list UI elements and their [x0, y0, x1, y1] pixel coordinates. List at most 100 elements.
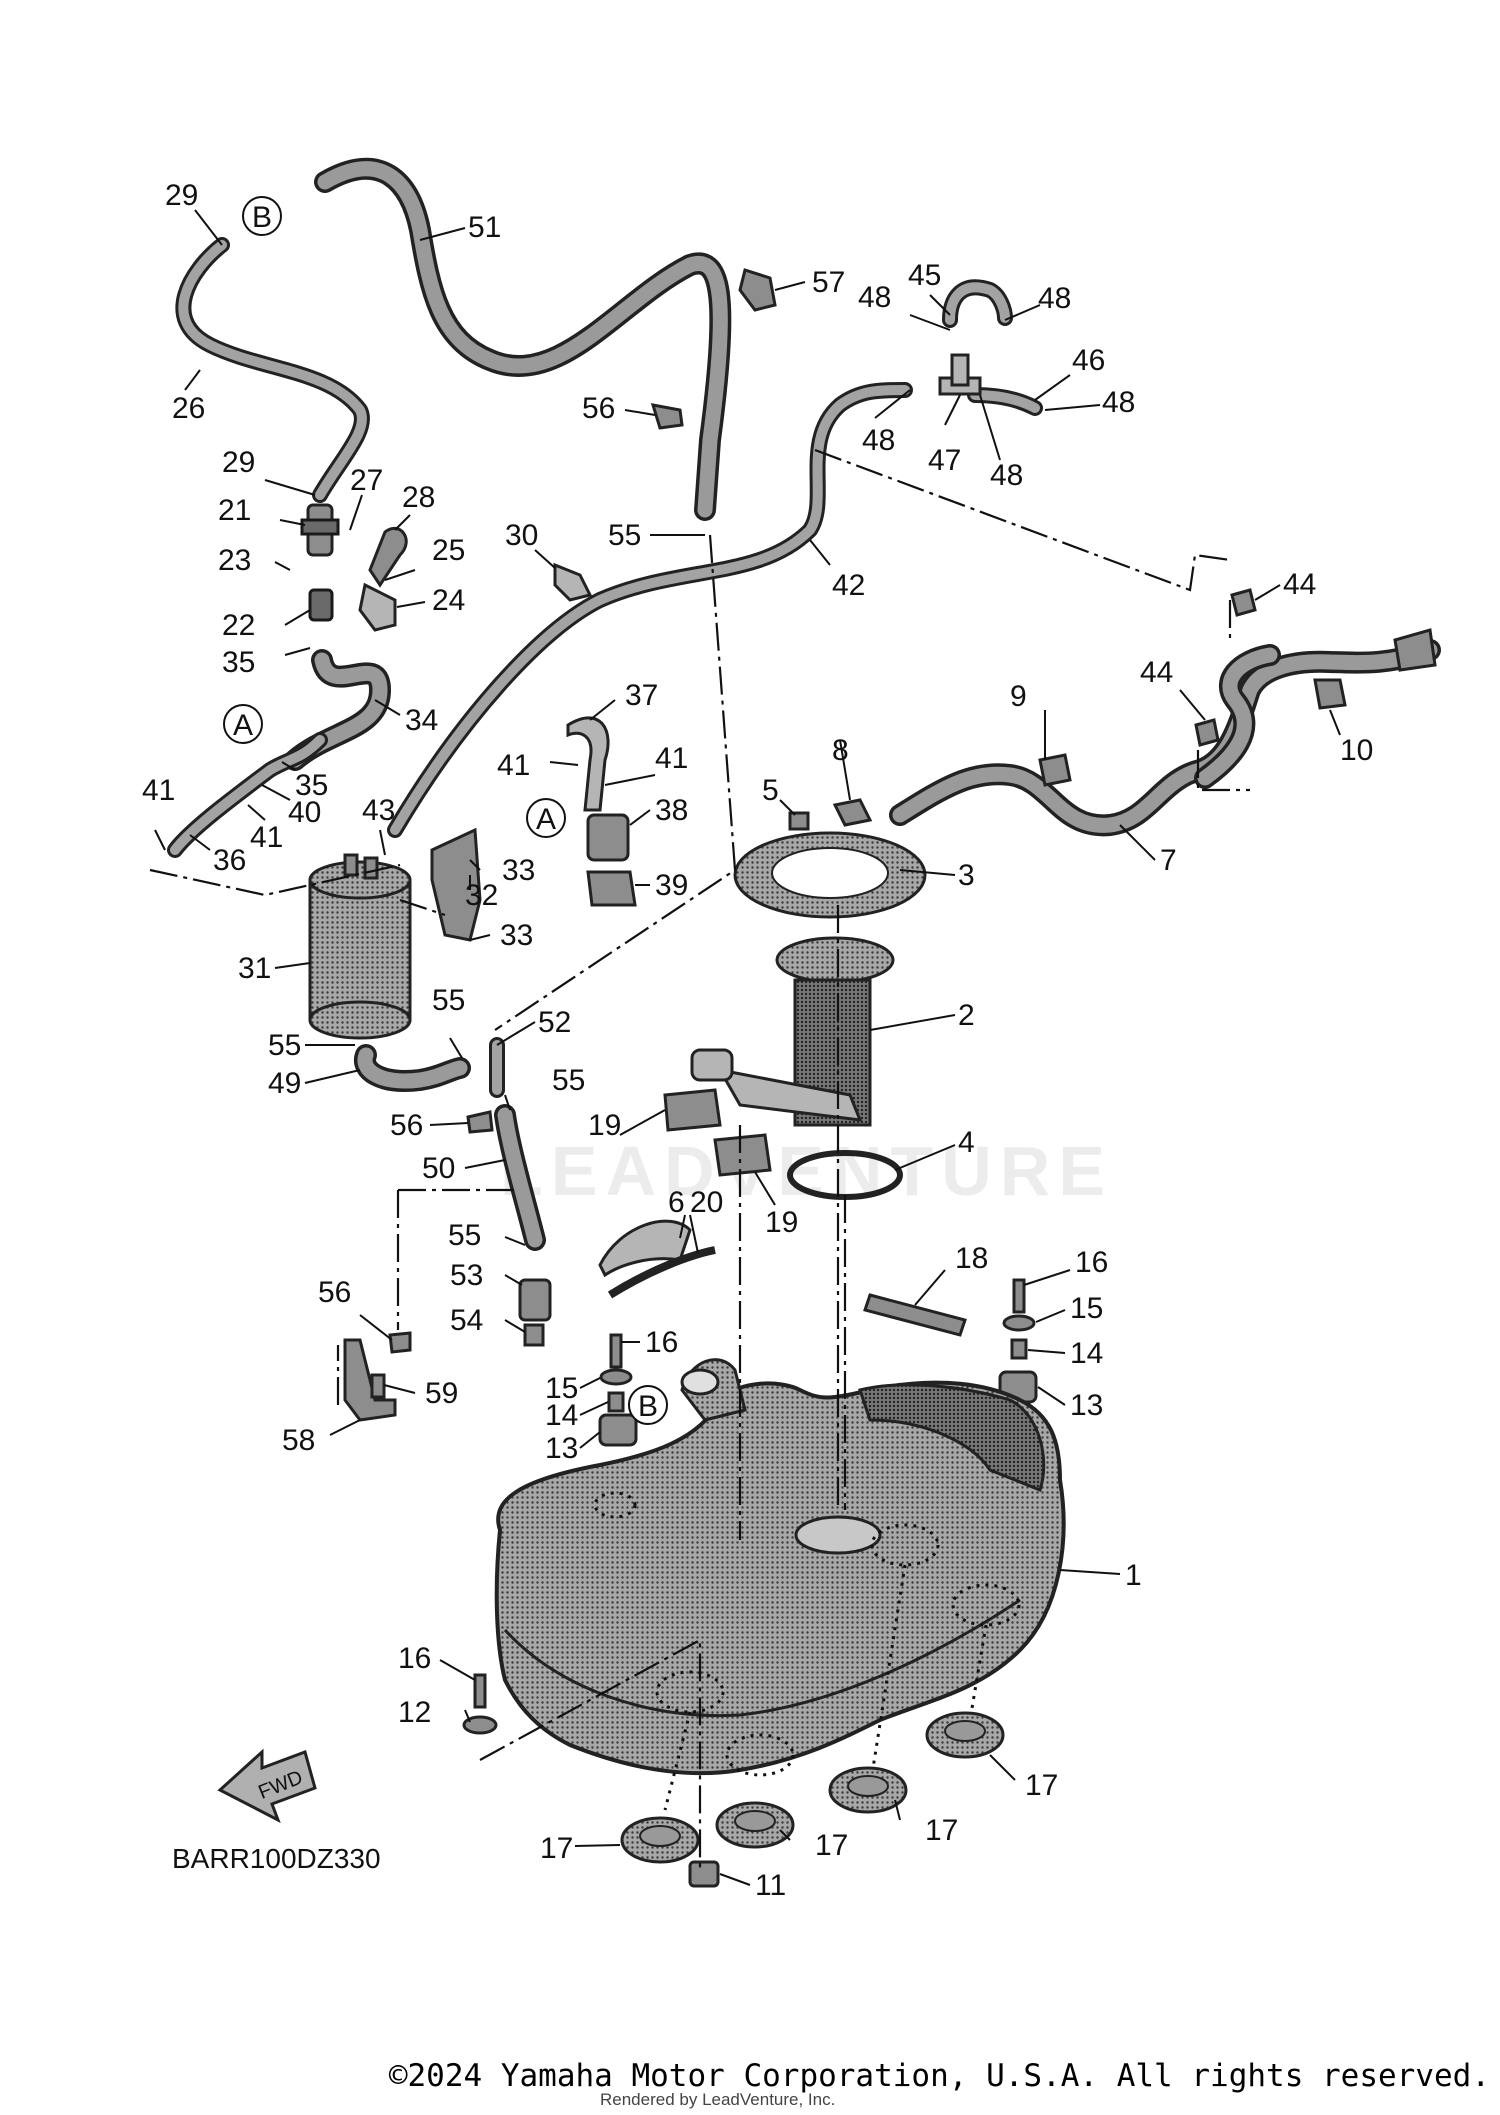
grommet-17-b [715, 1801, 795, 1849]
clip-57 [738, 268, 777, 312]
callout-35-mid: 35 [295, 769, 328, 802]
nut-11 [688, 1860, 720, 1888]
hose-50 [494, 1104, 546, 1251]
clip-30 [553, 562, 593, 602]
callout-44-mid: 44 [1140, 656, 1173, 689]
forward-arrow-icon: FWD [217, 1748, 317, 1824]
callout-58: 58 [282, 1424, 315, 1457]
block-19a [663, 1088, 722, 1132]
hose-end-right [1393, 628, 1437, 672]
callout-55-b: 55 [432, 984, 465, 1017]
grommet-outline-e [593, 1491, 637, 1519]
chain-line-12 [1196, 750, 1250, 792]
callout-13-tank: 13 [545, 1432, 578, 1465]
callout-16-right: 16 [1075, 1246, 1108, 1279]
callout-41-b: 41 [250, 821, 283, 854]
callout-48-a: 48 [858, 281, 891, 314]
callout-37: 37 [625, 679, 658, 712]
svg-text:B: B [638, 1390, 658, 1423]
callout-16-left: 16 [398, 1642, 431, 1675]
callout-48-b: 48 [1038, 282, 1071, 315]
callout-41-c: 41 [497, 749, 530, 782]
callout-6: 6 [668, 1186, 685, 1219]
callout-1: 1 [1125, 1559, 1142, 1592]
fuel-tank-1 [494, 1358, 1066, 1776]
clip-44-a [1230, 588, 1257, 617]
cap-39 [586, 870, 637, 907]
hose-34 [284, 649, 391, 771]
reference-marker-a-left: A [223, 704, 263, 744]
reference-marker-a-right: A [526, 798, 566, 838]
callout-32: 32 [465, 879, 498, 912]
callout-44-top: 44 [1283, 568, 1316, 601]
callout-2: 2 [958, 999, 975, 1032]
callout-26: 26 [172, 392, 205, 425]
grommet-17-a [620, 1816, 700, 1864]
callout-56-mid: 56 [390, 1109, 423, 1142]
callout-53: 53 [450, 1259, 483, 1292]
cap-6 [598, 1219, 692, 1278]
callout-34: 34 [405, 704, 438, 737]
callout-17-mid-right: 17 [925, 1814, 958, 1847]
callout-49: 49 [268, 1067, 301, 1100]
callout-17-mid: 17 [815, 1829, 848, 1862]
clamp-8 [832, 798, 873, 827]
tee-47 [938, 353, 982, 396]
callout-19-a: 19 [588, 1109, 621, 1142]
callout-21: 21 [218, 494, 251, 527]
washer-12 [462, 1715, 498, 1735]
callout-13-right: 13 [1070, 1389, 1103, 1422]
callout-46: 46 [1072, 344, 1105, 377]
callout-52: 52 [538, 1006, 571, 1039]
callout-22: 22 [222, 609, 255, 642]
chain-line-3 [494, 534, 737, 1031]
callout-59: 59 [425, 1377, 458, 1410]
bolt-59 [370, 1373, 386, 1399]
callout-36: 36 [213, 844, 246, 877]
callout-55-a: 55 [608, 519, 641, 552]
callout-55-d: 55 [552, 1064, 585, 1097]
callout-48-d: 48 [990, 459, 1023, 492]
svg-text:B: B [252, 201, 272, 234]
dotted-line-17a [866, 1564, 907, 1801]
callout-19-b: 19 [765, 1206, 798, 1239]
callout-29-mid: 29 [222, 446, 255, 479]
chain-line-2 [399, 898, 446, 917]
svg-text:A: A [536, 803, 556, 836]
filter-21 [300, 503, 340, 557]
callout-17-left: 17 [540, 1832, 573, 1865]
fitting-22 [308, 588, 334, 622]
block-19b [713, 1133, 772, 1177]
callout-9: 9 [1010, 680, 1027, 713]
callout-15-right: 15 [1070, 1292, 1103, 1325]
reference-marker-b-top: B [242, 196, 282, 236]
chain-line-9 [479, 1638, 702, 1870]
callout-56-low: 56 [318, 1276, 351, 1309]
callout-3: 3 [958, 859, 975, 892]
callout-29-top: 29 [165, 179, 198, 212]
grommet-outline-d [725, 1733, 795, 1777]
leader-lines [154, 209, 1341, 1886]
filter-53 [518, 1278, 552, 1322]
filter-38 [586, 813, 630, 862]
callout-54: 54 [450, 1304, 483, 1337]
callout-14-right: 14 [1070, 1337, 1103, 1370]
grommet-17-c [828, 1766, 908, 1814]
callout-12: 12 [398, 1696, 431, 1729]
callout-18: 18 [955, 1242, 988, 1275]
callout-30: 30 [505, 519, 538, 552]
callout-48-c: 48 [862, 424, 895, 457]
callout-7: 7 [1160, 844, 1177, 877]
chain-line-4 [814, 448, 1231, 592]
bracket-28-24 [358, 526, 408, 632]
callout-33-top: 33 [502, 854, 535, 887]
callout-33-bottom: 33 [500, 919, 533, 952]
callout-8: 8 [832, 734, 849, 767]
callout-24: 24 [432, 584, 465, 617]
callout-48-e: 48 [1102, 386, 1135, 419]
hose-45 [942, 279, 1013, 328]
callout-15-left: 15 [545, 1372, 578, 1405]
callout-17-right: 17 [1025, 1769, 1058, 1802]
hose-49 [354, 1044, 471, 1092]
